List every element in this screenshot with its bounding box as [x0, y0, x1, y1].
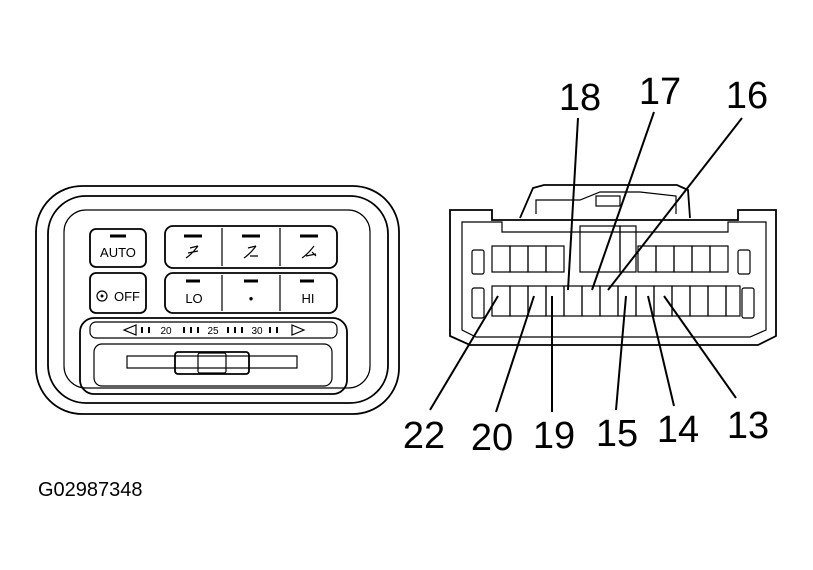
pin-label-15: 15: [596, 413, 638, 455]
temperature-slider-knob[interactable]: [174, 351, 250, 375]
fan-off-button[interactable]: OFF: [89, 272, 147, 314]
hi-label: HI: [302, 291, 315, 306]
lo-button[interactable]: LO: [185, 279, 203, 306]
upper-pin-row-right: [637, 245, 729, 273]
face-vent-icon: [185, 245, 199, 259]
temp-ticks: [141, 327, 278, 333]
bi-level-vent-button[interactable]: [242, 234, 260, 259]
bi-level-vent-icon: [243, 245, 258, 259]
temp-tick-20: 20: [160, 326, 172, 337]
foot-vent-icon: [301, 245, 317, 259]
off-label: OFF: [114, 289, 140, 304]
arrow-right-icon: [291, 324, 306, 336]
mid-button[interactable]: •: [244, 279, 258, 306]
ac-control-panel: AUTO OFF: [35, 185, 400, 415]
face-vent-button[interactable]: [184, 234, 202, 259]
mid-label: •: [249, 291, 254, 306]
pin-label-18: 18: [559, 77, 601, 119]
pin-label-20: 20: [471, 417, 513, 459]
temp-tick-30: 30: [251, 326, 263, 337]
pin-labels: 18 17 16 22 20 19 15 14 13: [403, 71, 769, 459]
foot-vent-button[interactable]: [300, 234, 318, 259]
temp-tick-25: 25: [207, 326, 219, 337]
pin-label-17: 17: [639, 71, 681, 113]
pin-label-14: 14: [657, 409, 699, 451]
temp-scale: 20 25 30: [122, 324, 306, 337]
lo-label: LO: [185, 291, 202, 306]
pin-label-13: 13: [727, 405, 769, 447]
hi-button[interactable]: HI: [300, 279, 315, 306]
figure-code: G02987348: [38, 479, 143, 501]
fan-icon: [96, 290, 108, 302]
lower-pin-row: [491, 285, 741, 317]
temperature-control: 20 25 30: [79, 317, 348, 395]
leader-lines: [429, 111, 743, 413]
connector-housing: [449, 184, 777, 346]
auto-button[interactable]: AUTO: [89, 228, 147, 268]
pin-label-22: 22: [403, 415, 445, 457]
auto-label: AUTO: [100, 245, 136, 260]
upper-pin-row-left: [491, 245, 565, 273]
arrow-left-icon: [122, 324, 137, 336]
pin-label-19: 19: [533, 415, 575, 457]
pin-label-16: 16: [726, 75, 768, 117]
fan-speed-button-group: LO • HI: [164, 272, 338, 314]
mode-button-group: [164, 225, 338, 269]
